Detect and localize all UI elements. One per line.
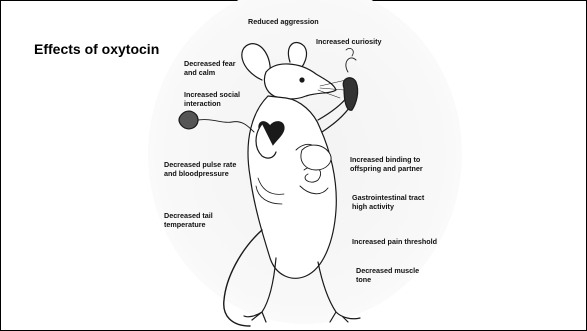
- held-object: [343, 78, 357, 110]
- label-decreased-pulse: Decreased pulse rate and bloodpressure: [164, 160, 236, 178]
- rat-right-leg: [318, 262, 360, 322]
- label-increased-curiosity: Increased curiosity: [316, 37, 382, 46]
- label-reduced-aggression: Reduced aggression: [248, 17, 319, 26]
- rat-eye: [300, 78, 304, 82]
- label-decreased-fear: Decreased fear and calm: [184, 59, 236, 77]
- label-decreased-tail: Decreased tail temperature: [164, 211, 213, 229]
- page-title: Effects of oxytocin: [34, 41, 159, 57]
- label-pain-threshold: Increased pain threshold: [352, 237, 437, 246]
- small-rodent-left: [179, 111, 198, 129]
- rat-tail: [224, 230, 262, 326]
- label-increased-social: Increased social interaction: [184, 90, 240, 108]
- label-decreased-muscle: Decreased muscle tone: [356, 266, 419, 284]
- label-gastro: Gastrointestinal tract high activity: [352, 193, 424, 211]
- rat-left-leg: [244, 258, 276, 322]
- label-increased-binding: Increased binding to offspring and partn…: [350, 155, 423, 173]
